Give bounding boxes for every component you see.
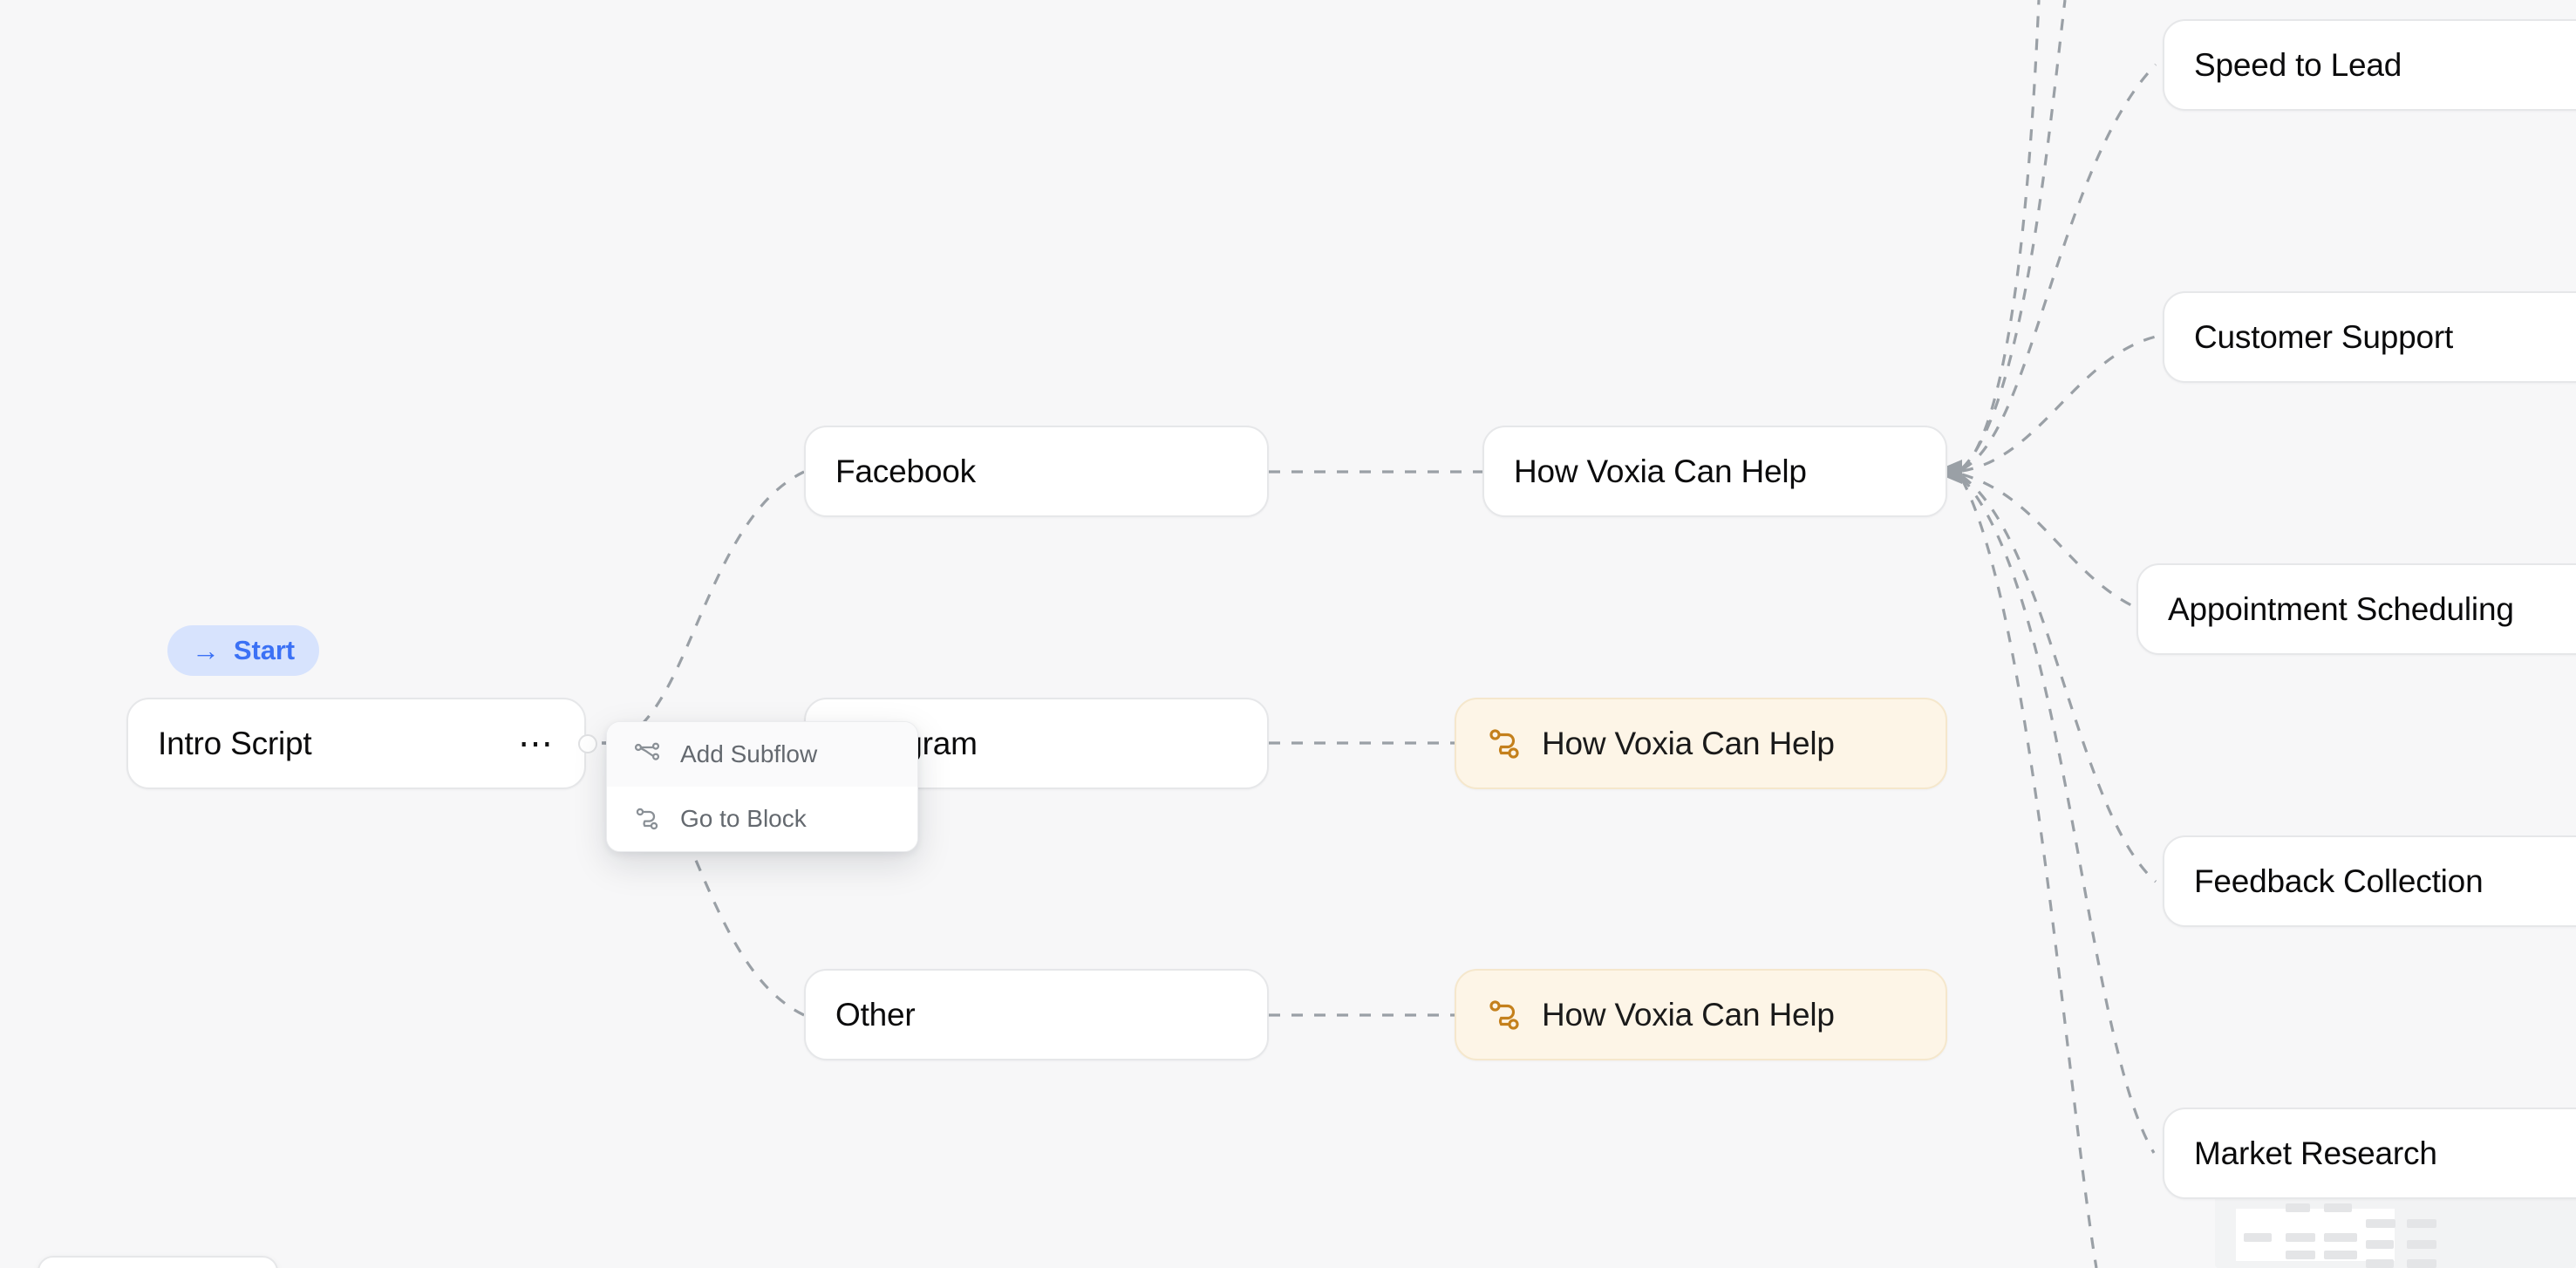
node-label: Other (835, 997, 916, 1033)
minimap-node (2286, 1233, 2315, 1242)
node-appointment-scheduling[interactable]: Appointment Scheduling (2136, 563, 2576, 655)
menu-item-label: Add Subflow (680, 740, 818, 767)
node-feedback-collection[interactable]: Feedback Collection (2163, 835, 2576, 927)
add-subflow-icon (634, 742, 660, 760)
node-other[interactable]: Other (804, 969, 1269, 1060)
menu-item-label: Go to Block (680, 805, 807, 832)
edge-hub-to-feedback (1961, 474, 2157, 883)
node-context-menu[interactable]: Add Subflow Go to Block (606, 721, 918, 852)
node-market-research[interactable]: Market Research (2163, 1108, 2576, 1199)
node-label: Appointment Scheduling (2168, 591, 2514, 627)
minimap-node (2407, 1259, 2436, 1268)
node-facebook[interactable]: Facebook (804, 426, 1269, 517)
node-label: Intro Script (158, 726, 312, 761)
edge-intro-to-facebook (601, 470, 805, 745)
menu-item-add-subflow[interactable]: Add Subflow (607, 722, 917, 787)
arrow-right-icon: → (192, 635, 220, 666)
minimap-node (2366, 1240, 2394, 1249)
edge-hub-extra-up-1 (1960, 0, 2067, 470)
node-how-voxia-mid[interactable]: How Voxia Can Help (1455, 698, 1947, 789)
subflow-route-icon (1489, 728, 1519, 759)
menu-item-go-to-block[interactable]: Go to Block (607, 787, 917, 851)
minimap-node (2366, 1219, 2395, 1228)
minimap-node (2407, 1219, 2436, 1228)
edge-hub-to-speed-to-lead (1961, 63, 2157, 471)
edge-hub-to-customer-support (1961, 335, 2157, 473)
node-how-voxia-bottom[interactable]: How Voxia Can Help (1455, 969, 1947, 1060)
subflow-route-icon (1489, 999, 1519, 1030)
minimap-node (2286, 1251, 2315, 1259)
edge-hub-to-appointment (1961, 473, 2139, 610)
minimap[interactable] (2215, 1196, 2576, 1268)
edge-hub-extra-up-2 (1960, 0, 2041, 472)
canvas-toolbar[interactable] (37, 1256, 278, 1268)
minimap-node (2244, 1233, 2272, 1242)
node-label: Market Research (2194, 1135, 2437, 1171)
node-how-voxia-top[interactable]: How Voxia Can Help (1482, 426, 1947, 517)
node-intro-script[interactable]: Intro Script ⋯ (126, 698, 597, 789)
node-label: How Voxia Can Help (1542, 997, 1835, 1033)
edge-hub-extra-down-1 (1960, 479, 2098, 1268)
minimap-node (2407, 1240, 2436, 1249)
node-label: Feedback Collection (2194, 863, 2484, 899)
node-label: Facebook (835, 453, 976, 489)
start-badge: → Start (167, 625, 320, 676)
minimap-node (2324, 1251, 2357, 1259)
go-to-block-icon (636, 808, 658, 830)
node-label: Customer Support (2194, 319, 2454, 355)
node-handle-right[interactable] (578, 733, 597, 753)
start-badge-label: Start (233, 635, 296, 665)
edge-hub-to-market-research (1960, 476, 2156, 1154)
minimap-node (2324, 1233, 2357, 1242)
node-speed-to-lead[interactable]: Speed to Lead (2163, 19, 2576, 111)
minimap-node (2366, 1259, 2394, 1268)
node-label: How Voxia Can Help (1514, 453, 1807, 489)
node-label: How Voxia Can Help (1542, 726, 1835, 761)
node-label: Speed to Lead (2194, 47, 2402, 83)
more-horizontal-icon[interactable]: ⋯ (518, 724, 555, 763)
minimap-node (2324, 1203, 2352, 1212)
node-customer-support[interactable]: Customer Support (2163, 291, 2576, 383)
minimap-node (2286, 1203, 2310, 1212)
